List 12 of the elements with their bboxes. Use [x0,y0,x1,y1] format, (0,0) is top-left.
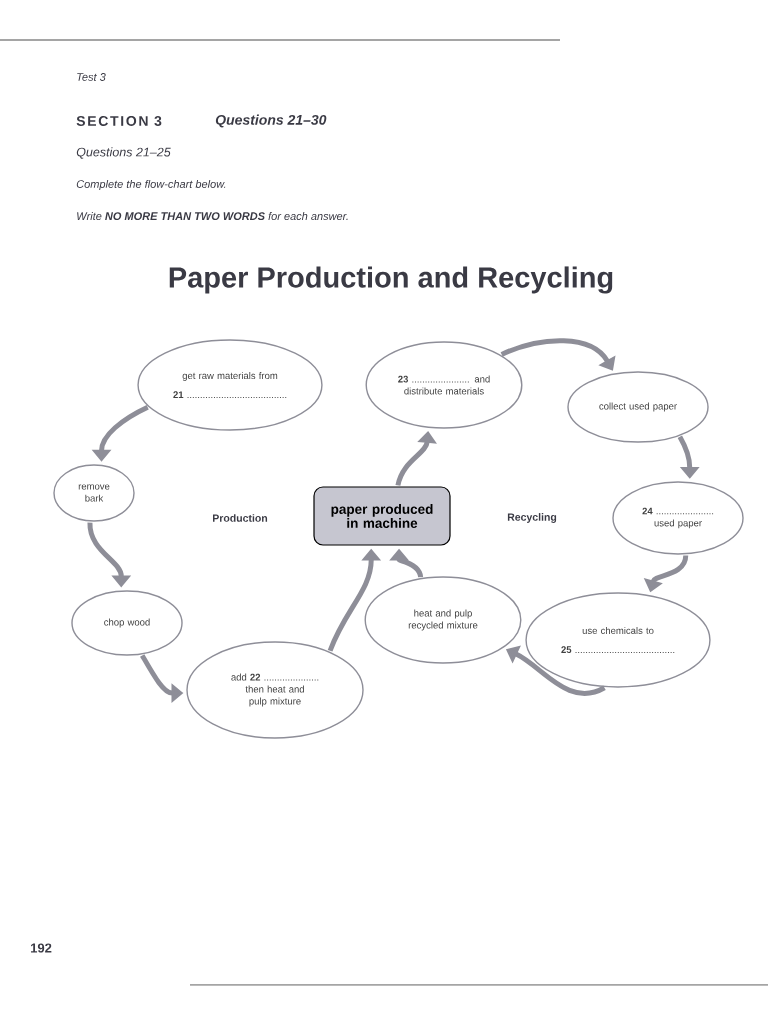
instruction-text: Complete the flow-chart below. [76,179,226,191]
instruction-text: Questions 21–25 [76,147,171,159]
instruction-text: SECTION 3 [76,116,162,126]
section-label: Recycling [507,513,557,523]
section-label: Production [213,514,268,522]
instruction-text: Write NO MORE THAN TWO WORDS for each answer. [77,211,348,221]
arrow [500,338,616,371]
process-box: paper produced in machine [313,486,451,546]
instruction-text: Questions 21–30 [215,114,327,128]
instruction-text: Test 3 [77,73,106,81]
title: Paper Production and Recycling [169,266,613,294]
page-number: 192 [31,943,52,953]
